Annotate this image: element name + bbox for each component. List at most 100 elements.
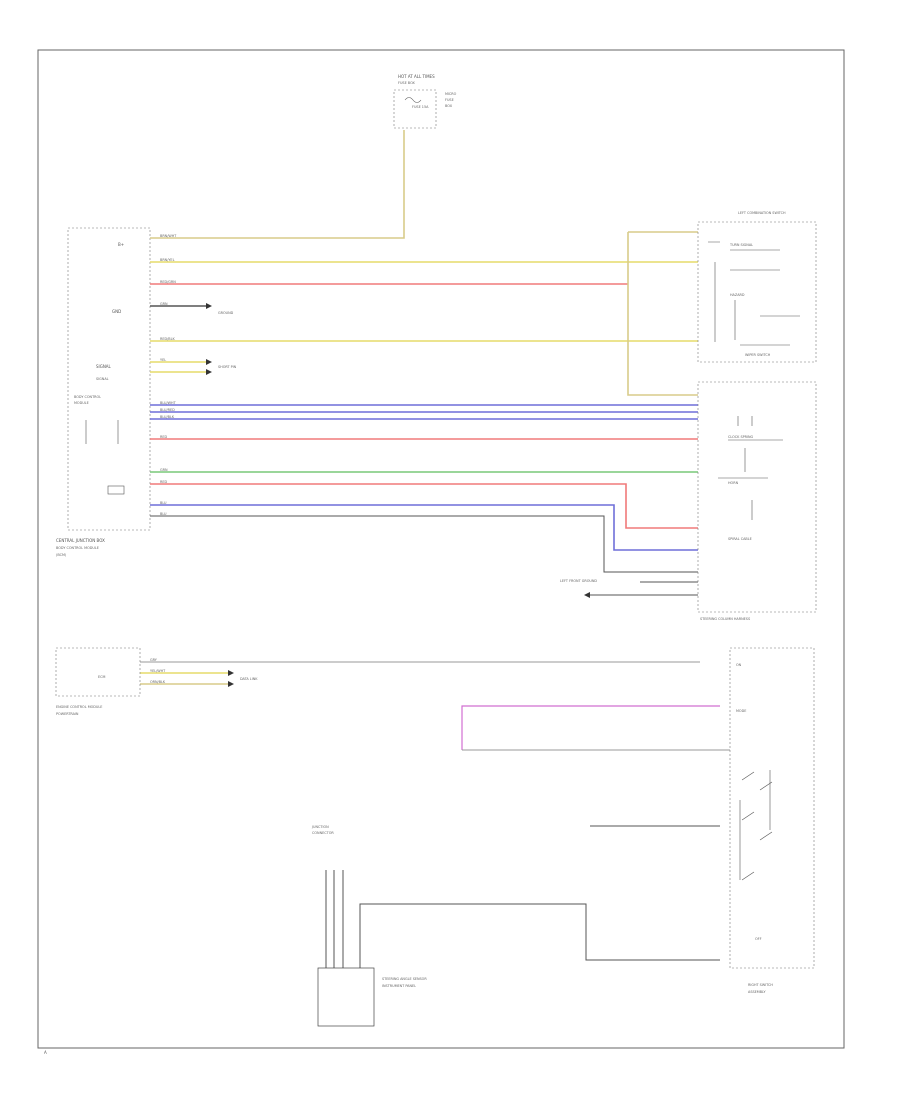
switch-outline (697, 221, 817, 363)
bcm-inner-lines (85, 420, 119, 444)
clock-spring: CLOCK SPRING HORN SPIRAL CABLE STEERING … (697, 381, 817, 621)
right-switch: ON MODE OFF RIGHT SWITCH ASSEMBLY (729, 647, 815, 994)
wire-label-1: BRN/YEL (160, 258, 175, 262)
bcm-title: CENTRAL JUNCTION BOX (56, 538, 105, 543)
wire-blue-4 (150, 504, 698, 551)
ecm-wire-2: ORN/BLK (150, 680, 166, 684)
top-fuse-label: HOT AT ALL TIMES (398, 74, 435, 79)
clock-spring-outline (697, 381, 817, 613)
wire-magenta (461, 705, 720, 750)
fuse-note-1: MICRO (445, 92, 457, 96)
switch-item-3: WIPER SWITCH (745, 353, 771, 357)
bottom-top-label-2: CONNECTOR (312, 831, 334, 835)
switch-title: LEFT COMBINATION SWITCH (738, 211, 786, 215)
wire-label-6: BLU/WHT (160, 401, 177, 405)
right-switch-outline (729, 647, 815, 969)
clock-item-1: HORN (728, 481, 739, 485)
wire-bottom-return (359, 903, 720, 968)
ground-arrow (584, 592, 590, 598)
ecm-wire-0: GRY (150, 658, 158, 662)
wire-label-10: GRN (160, 468, 168, 472)
ecm-title: ENGINE CONTROL MODULE (56, 705, 102, 709)
switch-bus (714, 262, 736, 342)
wire-bottom-vert (325, 870, 344, 968)
right-switch-item-2: OFF (755, 937, 762, 941)
bcm-inner-1: BODY CONTROL (74, 395, 101, 399)
bcm-sub: BODY CONTROL MODULE (56, 546, 99, 550)
wire-tan-loop (627, 232, 698, 396)
bottom-module-box (317, 967, 375, 1027)
bcm-arrows: GROUND SHORT PIN (206, 303, 237, 375)
fuse-rating: FUSE 15A (412, 105, 429, 109)
ground-label: LEFT FRONT GROUND (560, 579, 597, 583)
bcm-sub-2: (BCM) (56, 553, 67, 557)
clock-title: STEERING COLUMN HARNESS (700, 617, 750, 621)
fuse-note-2: FUSE (445, 98, 454, 102)
right-switch-sub: ASSEMBLY (748, 990, 766, 994)
bcm-pin-note: SIGNAL (96, 377, 109, 381)
engine-module: ECM GRY YEL/WHT ORN/BLK DATA LINK ENGINE… (55, 647, 258, 716)
ecm-outline (55, 647, 141, 697)
combination-switch: LEFT COMBINATION SWITCH TURN SIGNAL HAZA… (697, 211, 817, 363)
ecm-arrow-2 (228, 681, 234, 687)
bottom-top-label-1: JUNCTION (311, 825, 329, 829)
wire-label-4: RED/BLK (160, 337, 175, 341)
fuse-box (393, 89, 437, 129)
bcm-wire-labels: BRN/WHT BRN/YEL RED/GRN GRN RED/BLK YEL … (160, 234, 177, 516)
top-fuse-sub: FUSE BOX (398, 81, 416, 85)
bcm-inner-2: MODULE (74, 401, 89, 405)
right-switch-contacts (741, 771, 773, 881)
clock-item-0: CLOCK SPRING (728, 435, 754, 439)
bottom-module-sub: INSTRUMENT PANEL (382, 984, 416, 988)
arrow-ground (206, 303, 212, 309)
bottom-module-title: STEERING ANGLE SENSOR (382, 977, 427, 981)
right-switch-title: RIGHT SWITCH (748, 983, 773, 987)
wire-black-1 (150, 515, 698, 573)
fuse-note-3: BOX (445, 104, 453, 108)
wire-label-5: YEL (160, 358, 166, 362)
clock-spring-lines (718, 448, 768, 520)
diagram-footer: A (44, 1050, 47, 1055)
wires (140, 130, 730, 968)
wire-label-2: RED/GRN (160, 280, 176, 284)
top-fuse: HOT AT ALL TIMES FUSE BOX FUSE 15A MICRO… (393, 74, 457, 129)
bottom-module: JUNCTION CONNECTOR STEERING ANGLE SENSOR… (311, 825, 427, 1027)
bcm-pin-signal: SIGNAL (96, 364, 112, 369)
switch-item-1: HAZARD (730, 293, 745, 297)
switch-contacts (708, 241, 800, 346)
wire-label-9: RED (160, 435, 167, 439)
ecm-dest: DATA LINK (240, 677, 258, 681)
right-switch-item-0: ON (736, 663, 742, 667)
right-switch-bus (739, 770, 771, 880)
right-switch-item-1: MODE (736, 709, 746, 713)
ecm-sub: POWERTRAIN (56, 712, 79, 716)
bcm-pin-gnd: GND (112, 309, 121, 314)
wire-label-7: BLU/RED (160, 408, 175, 412)
ecm-arrow-1 (228, 670, 234, 676)
ecm-wire-1: YEL/WHT (150, 669, 166, 673)
wire-label-12: BLU (160, 501, 167, 505)
ground-note: GROUND (218, 311, 234, 315)
wire-label-13: BLU (160, 512, 167, 516)
arrow-stub-1 (206, 359, 212, 365)
wire-label-0: BRN/WHT (160, 234, 177, 238)
left-front-ground: LEFT FRONT GROUND (560, 579, 597, 598)
clock-spring-horn (728, 416, 783, 441)
bcm-inner-box (107, 485, 125, 495)
fuse-symbol (404, 97, 422, 103)
wire-label-8: BLU/BLK (160, 415, 175, 419)
ecm-inner: ECM (98, 675, 106, 679)
switch-item-0: TURN SIGNAL (729, 243, 753, 247)
bcm-pin-bplus: B+ (118, 242, 124, 247)
stub-note: SHORT PIN (218, 365, 237, 369)
wire-red-3 (150, 483, 698, 529)
wire-fuse-feed (150, 130, 405, 239)
bcm-outline (67, 227, 151, 531)
clock-item-2: SPIRAL CABLE (728, 537, 752, 541)
arrow-stub-2 (206, 369, 212, 375)
diagram-frame (37, 49, 845, 1049)
wire-label-11: RED (160, 480, 167, 484)
bcm-module: B+ GND SIGNAL SIGNAL BODY CONTROL MODULE… (56, 227, 151, 557)
wire-label-3: GRN (160, 302, 168, 306)
